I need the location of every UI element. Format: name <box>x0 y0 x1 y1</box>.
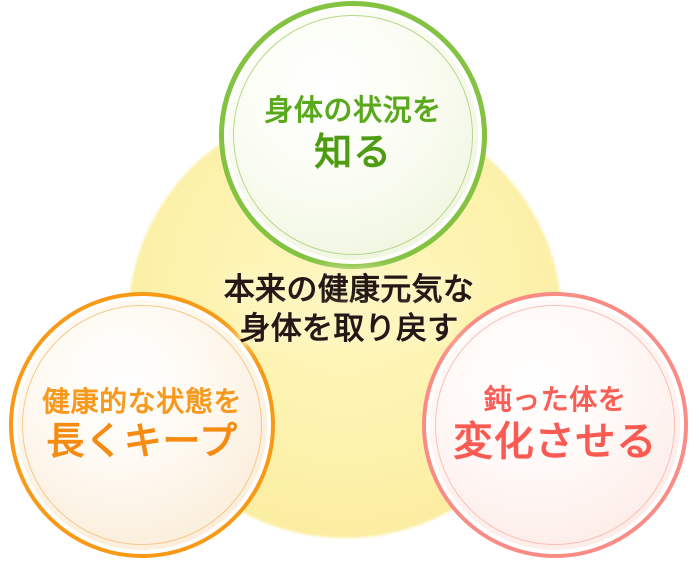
bubble-change[interactable]: 鈍った体を 変化させる <box>422 292 688 558</box>
bubble-keep-label-top: 健康的な状態を <box>42 386 242 418</box>
center-caption: 本来の健康元気な 身体を取り戻す <box>174 270 524 348</box>
bubble-know-label-top: 身体の状況を <box>264 95 442 128</box>
bubble-change-label-top: 鈍った体を <box>483 385 627 417</box>
bubble-change-label-main: 変化させる <box>453 419 657 465</box>
bubble-know-label-main: 知る <box>314 131 392 174</box>
center-caption-line-2: 身体を取り戻す <box>239 311 459 347</box>
bubble-keep[interactable]: 健康的な状態を 長くキープ <box>9 292 275 558</box>
bubble-know[interactable]: 身体の状況を 知る <box>219 1 487 269</box>
center-caption-line-1: 本来の健康元気な <box>223 272 475 307</box>
bubble-keep-label-main: 長くキープ <box>46 420 238 463</box>
